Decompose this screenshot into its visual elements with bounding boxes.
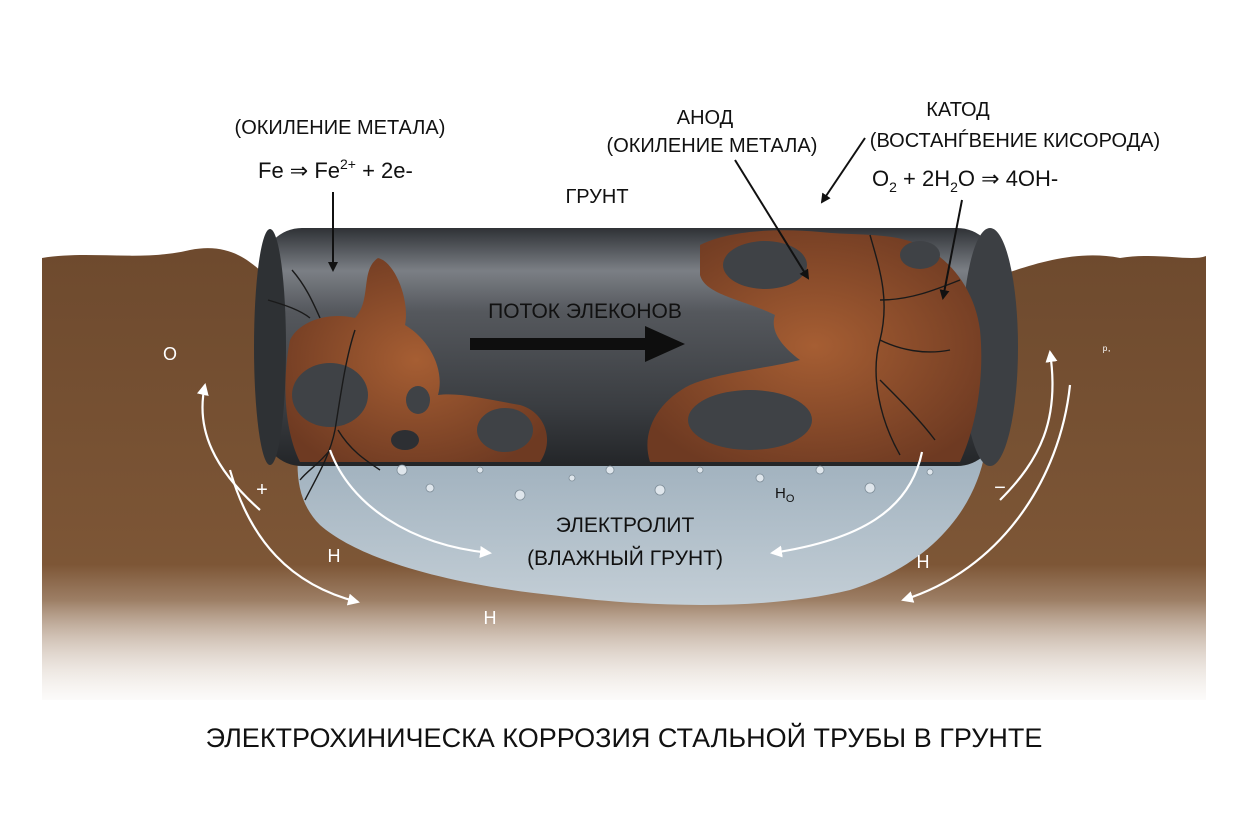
current-arrows xyxy=(196,350,1072,606)
anode-title: АНОД xyxy=(677,107,734,129)
left-formula-base: Fe ⇒ Fe xyxy=(258,158,340,183)
mark-minus: − xyxy=(994,477,1006,499)
cracks xyxy=(267,234,961,501)
electrolyte-pool xyxy=(297,452,985,605)
left-formula-tail: + 2e- xyxy=(356,158,413,183)
left-process-label: (ОКИЛЕНИЕ МЕТАЛА) xyxy=(235,117,446,139)
electrolyte-line1: ЭЛЕКТРОЛИТ xyxy=(556,514,695,537)
mark-h-right: H xyxy=(917,552,930,572)
cathode-formula-sub2: 2 xyxy=(950,179,958,195)
rust-patches xyxy=(285,230,982,462)
mark-ho-h: H xyxy=(775,485,786,502)
mark-h-left: H xyxy=(328,546,341,566)
electrolyte-line2: (ВЛАЖНЫЙ ГРУНТ) xyxy=(527,546,723,570)
soil-fade xyxy=(40,600,1210,710)
cathode-formula: O2 + 2H2O ⇒ 4OH- xyxy=(872,166,1058,195)
mark-o: O xyxy=(163,344,177,364)
left-formula-sup: 2+ xyxy=(340,156,356,172)
anode-process: (ОКИЛЕНИЕ МЕТАЛА) xyxy=(607,135,818,157)
electron-flow-arrow xyxy=(470,326,685,362)
bubbles xyxy=(396,464,934,501)
mark-ho-sub: O xyxy=(786,493,795,505)
cathode-formula-mid: + 2H xyxy=(897,166,950,191)
pointer-arrows xyxy=(328,137,963,300)
mark-h-bottom: H xyxy=(484,608,497,628)
mark-ho: HO xyxy=(775,485,795,505)
diagram-caption: ЭЛЕКТРОХИНИЧЕСКА КОРРОЗИЯ СТАЛЬНОЙ ТРУБЫ… xyxy=(206,722,1043,753)
cathode-formula-sub1: 2 xyxy=(889,179,897,195)
mark-far-right: ᵖ· xyxy=(1103,343,1112,357)
cathode-formula-tail: O ⇒ 4OH- xyxy=(958,166,1058,191)
cathode-title: КАТОД xyxy=(926,99,990,121)
mark-plus: + xyxy=(256,479,268,501)
cathode-process: (ВОСТАНЃВЕНИЕ КИСОРОДА) xyxy=(870,129,1160,152)
left-formula: Fe ⇒ Fe2+ + 2e- xyxy=(258,156,413,183)
soil-top-label: ГРУНТ xyxy=(565,186,628,208)
electron-flow-label: ПОТОК ЭЛЕКОНОВ xyxy=(488,300,682,323)
cathode-formula-o: O xyxy=(872,166,889,191)
